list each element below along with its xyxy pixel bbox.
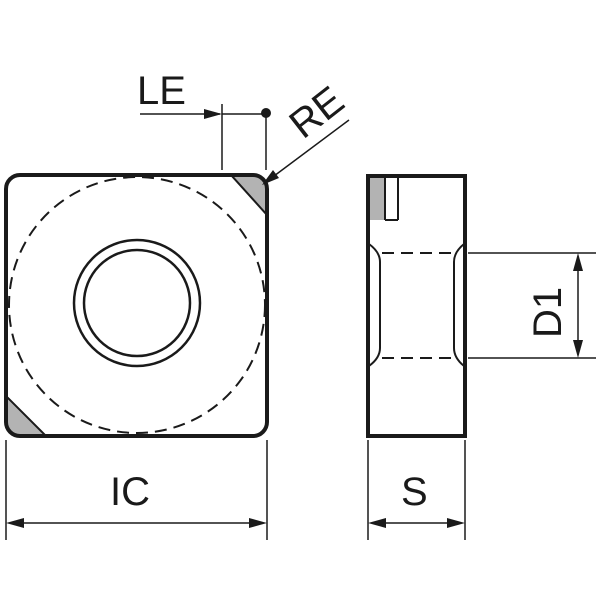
center-hole-inner (82, 248, 192, 358)
ic-label: IC (110, 470, 150, 514)
le-reference-point (261, 108, 271, 118)
s-arrow-right (447, 518, 465, 528)
re-label: RE (281, 78, 352, 147)
ic-dimension: IC (5, 440, 268, 540)
side-outline (366, 174, 467, 438)
corner-chamfer-bottom-left (6, 393, 49, 436)
center-hole-outer (72, 238, 202, 368)
side-hole-left-curve (368, 243, 381, 367)
re-dimension: RE (262, 78, 352, 185)
inscribed-circle (8, 176, 266, 434)
ic-arrow-right (249, 518, 267, 528)
insert-top-view (4, 173, 269, 438)
ic-arrow-left (6, 518, 24, 528)
d1-label: D1 (526, 287, 570, 338)
d1-arrow-bottom (573, 340, 583, 358)
side-chamfer-fill (369, 177, 385, 220)
le-label: LE (137, 69, 186, 113)
insert-side-view (366, 174, 467, 438)
s-arrow-left (368, 518, 386, 528)
le-dimension: LE (137, 69, 271, 170)
le-arrow-head (204, 109, 222, 119)
d1-arrow-top (573, 253, 583, 271)
re-arrow-head (262, 170, 279, 185)
corner-chamfer-top-right (228, 175, 267, 218)
s-dimension: S (367, 440, 466, 540)
insert-outline (4, 173, 269, 438)
d1-dimension: D1 (468, 252, 596, 359)
side-hole-right-curve (453, 243, 465, 367)
s-label: S (401, 470, 428, 514)
